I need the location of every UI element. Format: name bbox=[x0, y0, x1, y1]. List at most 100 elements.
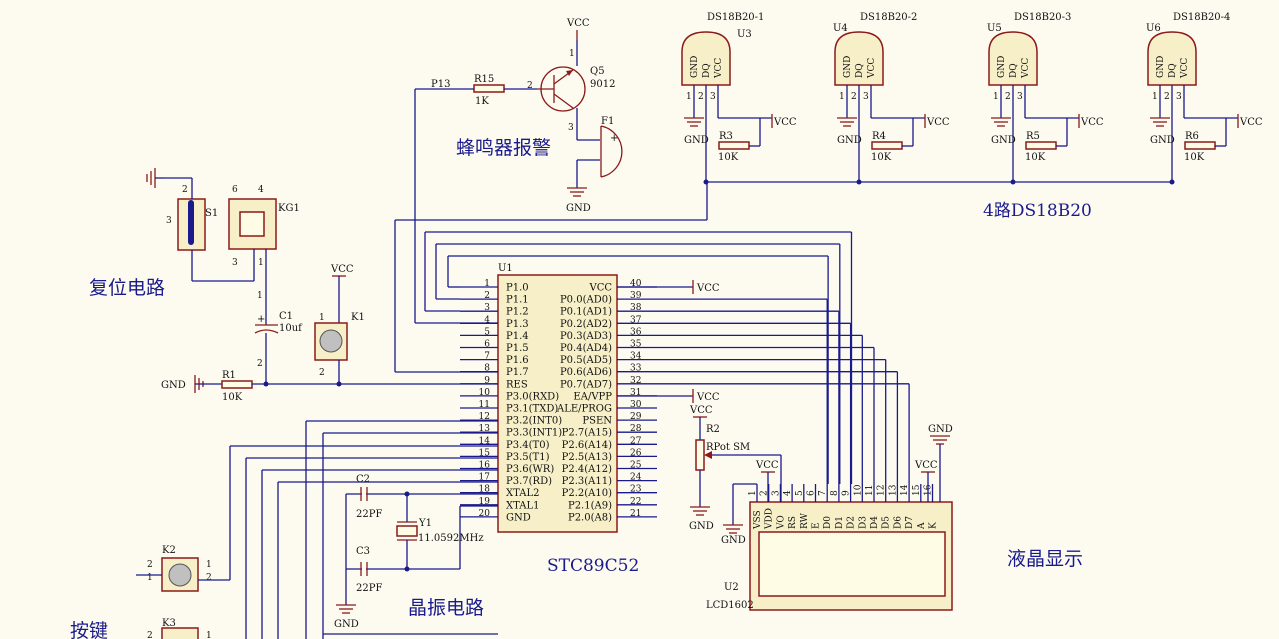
mcu-pin-number: 23 bbox=[630, 485, 642, 495]
sensor-pin-name: GND bbox=[690, 56, 700, 78]
sensor-vcc-label: VCC bbox=[773, 117, 797, 128]
mcu-pin-number: 31 bbox=[630, 388, 641, 398]
sensor-pin-name: VCC bbox=[867, 58, 877, 79]
k1-ref: K1 bbox=[351, 312, 365, 323]
sensor-pin-number: 2 bbox=[698, 92, 704, 102]
mcu-pin-name: P3.0(RXD) bbox=[506, 391, 559, 402]
mcu-pin-number: 39 bbox=[630, 291, 642, 301]
mcu-pin-name: P1.0 bbox=[506, 283, 529, 294]
mcu-pin-number: 4 bbox=[484, 315, 490, 325]
lcd-pin-number: 8 bbox=[830, 490, 840, 496]
sensor-pin-name: DQ bbox=[855, 63, 865, 78]
sensor-title: DS18B20-3 bbox=[1014, 12, 1071, 23]
r15-ref: R15 bbox=[474, 74, 494, 85]
mcu-pin-number: 33 bbox=[630, 364, 642, 374]
sensor-pin-number: 3 bbox=[1176, 92, 1182, 102]
mcu-pin-number: 22 bbox=[630, 497, 641, 507]
mcu-pin-name: P1.3 bbox=[506, 319, 529, 330]
sensor-pin-name: VCC bbox=[1021, 58, 1031, 79]
sensor-pin-name: GND bbox=[1156, 56, 1166, 78]
q5-value: 9012 bbox=[590, 79, 615, 90]
mcu-vcc-label: VCC bbox=[696, 283, 720, 294]
y1-ref: Y1 bbox=[418, 518, 432, 529]
sensors: DS18B20-1U3GND1DQ2VCC3GNDVCCR310KDS18B20… bbox=[681, 12, 1263, 185]
mcu-pin-name: P0.2(AD2) bbox=[560, 319, 612, 330]
r1-value: 10K bbox=[222, 392, 243, 403]
mcu-pin-name: P1.6 bbox=[506, 355, 529, 366]
sensor-ref: U5 bbox=[987, 23, 1002, 34]
svg-text:1: 1 bbox=[206, 560, 212, 570]
lcd-pin-name: D3 bbox=[858, 516, 868, 529]
lcd-u2: U2 LCD1602 1VSS2VDD3VO4RS5RW6E7D08D19D21… bbox=[706, 484, 953, 611]
r1-gnd-label: GND bbox=[161, 380, 186, 391]
lcd-model: LCD1602 bbox=[706, 600, 754, 611]
f1-buzzer bbox=[600, 125, 623, 178]
q5-ref: Q5 bbox=[590, 66, 605, 77]
mcu-pin-number: 12 bbox=[479, 412, 490, 422]
mcu-pin-name: P0.1(AD1) bbox=[560, 307, 612, 318]
svg-text:3: 3 bbox=[166, 216, 172, 226]
s1-ref: S1 bbox=[205, 208, 218, 219]
mcu-pin-name: P3.2(INT0) bbox=[506, 416, 562, 427]
c3-ref: C3 bbox=[356, 546, 370, 557]
lcd-pin-number: 7 bbox=[818, 490, 828, 496]
mcu-pin-name: P0.7(AD7) bbox=[560, 379, 612, 390]
r1-resistor bbox=[221, 380, 253, 389]
c2-value: 22PF bbox=[356, 509, 382, 520]
r2-vcc-label: VCC bbox=[689, 405, 713, 416]
mcu-pin-number: 6 bbox=[484, 340, 490, 350]
svg-text:4: 4 bbox=[258, 185, 264, 195]
sensor-body bbox=[1147, 31, 1197, 86]
mcu-pin-name: P1.7 bbox=[506, 367, 529, 378]
pullup-value: 10K bbox=[1184, 152, 1205, 163]
mcu-pin-name: P1.2 bbox=[506, 307, 529, 318]
ea-vcc-label: VCC bbox=[696, 392, 720, 403]
crystal-gnd-label: GND bbox=[334, 619, 359, 630]
mcu-pin-name: P0.0(AD0) bbox=[560, 295, 612, 306]
pullup-ref: R3 bbox=[719, 131, 733, 142]
mcu-pin-number: 38 bbox=[630, 303, 642, 313]
sensor-pin-number: 2 bbox=[1164, 92, 1170, 102]
lcd-pin-number: 5 bbox=[795, 490, 805, 496]
mcu-pin-name: P2.7(A15) bbox=[562, 428, 612, 439]
f1-ref: F1 bbox=[601, 116, 614, 127]
r1-ref: R1 bbox=[222, 370, 236, 381]
lcd-pin-number: 12 bbox=[877, 485, 887, 496]
sensor-pin-number: 1 bbox=[993, 92, 999, 102]
lcd-pin-name: D7 bbox=[905, 516, 915, 529]
mcu-pin-name: P3.4(T0) bbox=[506, 440, 550, 451]
mcu-pin-name: P2.5(A13) bbox=[562, 452, 612, 463]
mcu-body bbox=[497, 274, 618, 533]
sensor-title: DS18B20-2 bbox=[860, 12, 917, 23]
lcd-pin-name: K bbox=[929, 522, 939, 529]
r2-gnd-label: GND bbox=[689, 521, 714, 532]
c1-ref: C1 bbox=[279, 311, 293, 322]
lcd-pin-name: D0 bbox=[823, 516, 833, 529]
kg1-ref: KG1 bbox=[278, 203, 300, 214]
mcu-pin-name: P1.5 bbox=[506, 343, 529, 354]
k2-ref: K2 bbox=[162, 545, 176, 556]
svg-text:2: 2 bbox=[206, 573, 212, 583]
lcd-pin-name: VDD bbox=[765, 508, 775, 530]
sensor-pin-name: VCC bbox=[714, 58, 724, 79]
y1-crystal bbox=[396, 525, 418, 537]
mcu-pin-name: P2.4(A12) bbox=[562, 464, 612, 475]
mcu-pin-name: PSEN bbox=[582, 416, 612, 427]
lcd-pin-number: 4 bbox=[783, 490, 793, 496]
ds18b20-section-title: 4路DS18B20 bbox=[983, 201, 1092, 221]
mcu-pin-name: P3.5(T1) bbox=[506, 452, 550, 463]
mcu-pin-name: P3.7(RD) bbox=[506, 476, 552, 487]
svg-text:+: + bbox=[257, 314, 265, 325]
k3-button bbox=[161, 627, 199, 639]
sensor-pin-number: 3 bbox=[710, 92, 716, 102]
buzzer-circuit: VCC 1 2 Q5 9012 3 + F1 GND R15 1K P13 bbox=[414, 18, 623, 324]
bus-wires bbox=[424, 231, 910, 484]
mcu-pin-name: P0.3(AD3) bbox=[560, 331, 612, 342]
mcu-pin-number: 5 bbox=[484, 327, 490, 337]
lcd-pin-name: D2 bbox=[847, 516, 857, 529]
